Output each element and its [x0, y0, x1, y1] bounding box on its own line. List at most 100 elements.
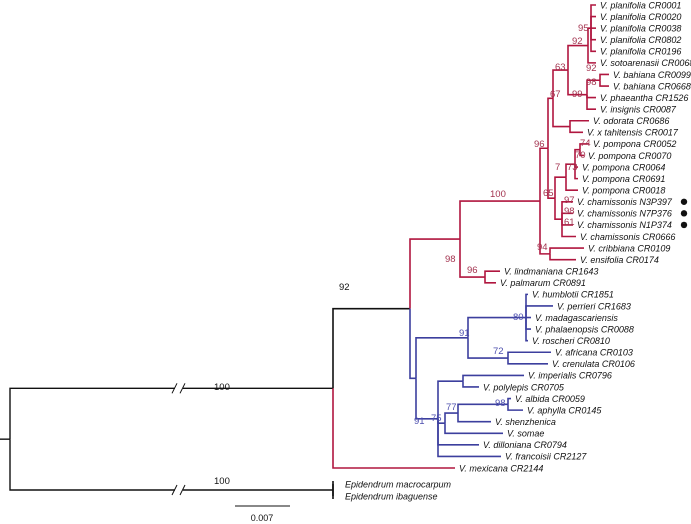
taxon-label: V. lindmaniana CR1643 — [504, 267, 598, 277]
taxon-label: V. pompona CR0070 — [588, 151, 671, 161]
branch — [507, 397, 511, 405]
branch — [409, 238, 460, 309]
branch — [569, 119, 589, 127]
branch — [444, 423, 503, 435]
branch — [444, 412, 458, 424]
branch — [590, 28, 596, 53]
branch — [507, 404, 523, 411]
taxon-label: V. phalaenopsis CR0088 — [535, 324, 634, 334]
branch — [561, 212, 573, 220]
branch — [586, 94, 596, 99]
scale-bar-label: 0.007 — [251, 513, 274, 523]
taxon-label: V. africana CR0103 — [555, 348, 633, 358]
taxon-label: V. planifolia CR0020 — [600, 12, 681, 22]
taxon-label: V. shenzhenica — [495, 417, 556, 427]
bootstrap-support-label: 63 — [555, 62, 566, 73]
branch — [525, 305, 553, 318]
bootstrap-support-label: 98 — [445, 254, 456, 265]
bootstrap-support-label: 91 — [414, 416, 425, 427]
bootstrap-support-label: 77 — [446, 402, 457, 413]
branch — [547, 97, 553, 149]
taxon-label: V. mexicana CR2144 — [459, 463, 543, 473]
taxon-label: V. planifolia CR0802 — [600, 35, 681, 45]
taxon-label: V. x tahitensis CR0017 — [587, 128, 679, 138]
branch — [586, 94, 596, 110]
branch — [567, 70, 587, 96]
branch — [437, 380, 463, 419]
taxon-label: V. pompona CR0691 — [582, 174, 665, 184]
branch — [415, 336, 468, 379]
bootstrap-support-label: 92 — [586, 63, 597, 74]
taxon-label: Epidendrum ibaguense — [345, 491, 438, 501]
taxon-label: V. palmarum CR0891 — [500, 278, 586, 288]
taxon-label: V. cribbiana CR0109 — [588, 243, 670, 253]
bootstrap-support-label: 67 — [550, 89, 561, 100]
taxon-label: V. pompona CR0052 — [593, 139, 676, 149]
taxon-label: V. pompona CR0064 — [582, 162, 665, 172]
branch — [507, 351, 551, 359]
taxon-label: V. albida CR0059 — [515, 394, 585, 404]
branch — [587, 45, 596, 64]
branch — [554, 176, 566, 199]
bootstrap-support-label: 98 — [495, 398, 506, 409]
branch — [574, 148, 580, 165]
bootstrap-support-label: 7 — [555, 162, 560, 173]
branch — [539, 201, 550, 255]
taxon-label: V. polylepis CR0705 — [483, 382, 565, 392]
branch — [459, 200, 540, 240]
sample-marker-dot-icon — [680, 198, 688, 205]
branch — [579, 149, 584, 157]
bootstrap-support-label: 94 — [537, 242, 548, 253]
taxon-label: V. ensifolia CR0174 — [580, 255, 659, 265]
axis-break-icon — [171, 484, 186, 496]
bootstrap-support-label: 73 — [567, 162, 578, 173]
taxon-label: Epidendrum macrocarpum — [345, 479, 452, 489]
branch — [552, 98, 570, 128]
taxon-label: V. bahiana CR0668 — [613, 81, 691, 91]
taxon-label: V. perrieri CR1683 — [557, 301, 631, 311]
branch — [549, 253, 576, 261]
taxon-label: V. odorata CR0686 — [593, 116, 669, 126]
bootstrap-support-label: 100 — [490, 189, 506, 200]
scale-bar: 0.007 — [235, 505, 290, 523]
branch — [552, 69, 568, 99]
taxon-label: V. francoisii CR2127 — [505, 452, 587, 462]
bootstrap-support-label: 65 — [543, 188, 554, 199]
taxon-label: V. roscheri CR0810 — [532, 336, 610, 346]
branches — [0, 4, 609, 499]
branch — [547, 148, 555, 199]
branch — [554, 198, 562, 220]
branch — [9, 387, 333, 440]
taxon-label: V. chamissonis CR0666 — [580, 232, 675, 242]
branch — [565, 163, 575, 178]
branch — [574, 164, 578, 180]
break-gap — [175, 386, 183, 391]
branch — [484, 270, 500, 278]
branch — [9, 439, 333, 491]
taxon-label: V. chamissonis N1P374 — [577, 220, 672, 230]
taxon-label: V. insignis CR0087 — [600, 104, 677, 114]
branch — [590, 15, 596, 29]
branch — [437, 418, 501, 458]
taxon-label: V. aphylla CR0145 — [527, 405, 602, 415]
taxon-label: V. imperialis CR0796 — [528, 371, 612, 381]
branch — [409, 308, 416, 380]
branch — [332, 388, 455, 469]
bootstrap-support-label: 100 — [214, 382, 230, 393]
taxon-label: V. madagascariensis — [535, 313, 618, 323]
bootstrap-support-label: 97 — [564, 195, 575, 206]
taxon-label: V. phaeantha CR1526 — [600, 93, 688, 103]
branch — [462, 381, 479, 388]
branch — [459, 239, 485, 278]
taxon-label: V. pompona CR0018 — [582, 186, 665, 196]
branch — [579, 143, 587, 150]
taxon-label: V. crenulata CR0106 — [552, 359, 635, 369]
bootstrap-support-label: 72 — [493, 346, 504, 357]
branch — [507, 358, 548, 365]
bootstrap-support-label: 96 — [467, 265, 478, 276]
branch — [332, 307, 410, 389]
branch — [539, 147, 548, 202]
